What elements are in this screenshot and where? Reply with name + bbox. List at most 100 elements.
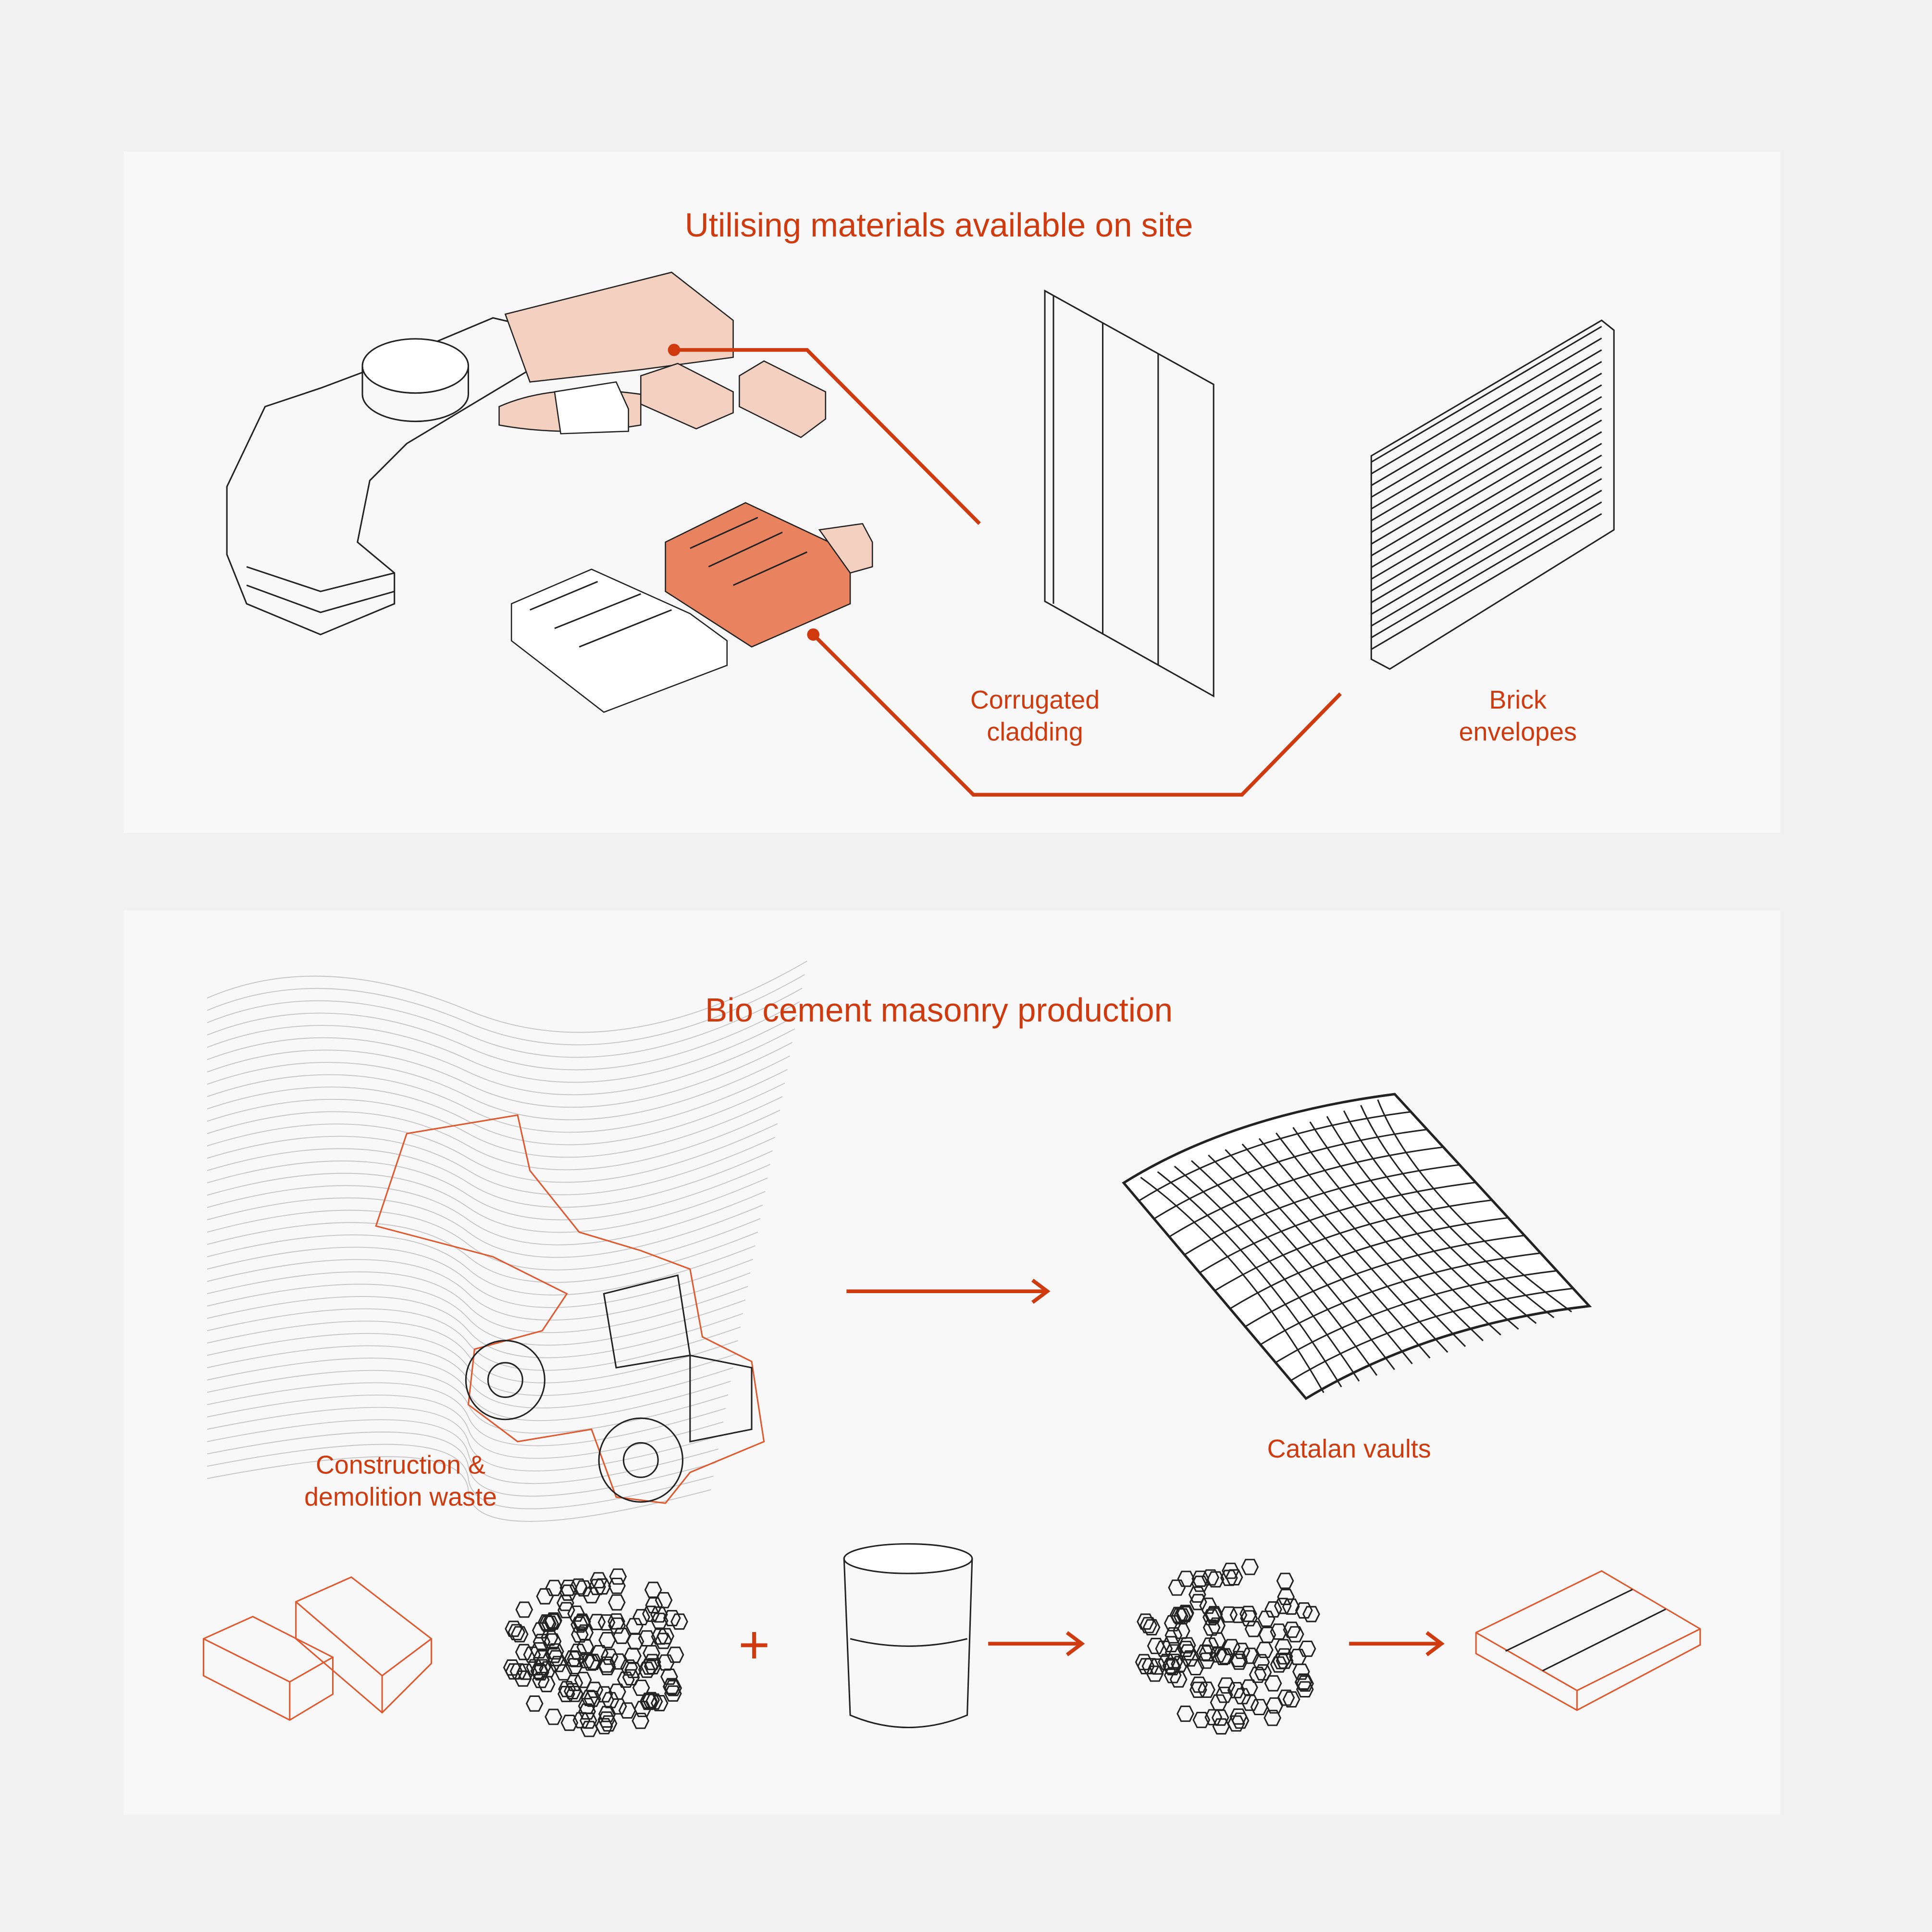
- line-mark: [651, 1628, 669, 1645]
- line-mark: [207, 1345, 733, 1408]
- line-mark: [1371, 478, 1602, 615]
- line-mark: [1233, 1688, 1251, 1705]
- line-mark: [1282, 1691, 1300, 1708]
- line-mark: [612, 1628, 631, 1644]
- line-mark: [1252, 1654, 1270, 1670]
- line-mark: [1288, 1648, 1307, 1665]
- line-mark: [640, 1693, 658, 1709]
- line-mark: [643, 1654, 661, 1670]
- line-mark: [1137, 1613, 1154, 1630]
- brick-envelope-illustration: [1370, 319, 1615, 670]
- line-mark: [1212, 1718, 1230, 1735]
- line-mark: [609, 1653, 628, 1670]
- line-mark: [1295, 1673, 1313, 1690]
- line-mark: [1371, 349, 1602, 486]
- line-mark: [207, 1083, 785, 1146]
- line-mark: [1274, 1597, 1292, 1614]
- line-mark: [644, 1582, 662, 1598]
- line-mark: [207, 1234, 756, 1296]
- line-mark: [582, 1654, 600, 1671]
- line-mark: [1371, 361, 1602, 498]
- line-mark: [207, 1197, 763, 1258]
- line-mark: [207, 1148, 773, 1208]
- line-mark: [1174, 1165, 1360, 1382]
- line-mark: [207, 1015, 798, 1083]
- line-mark: [1371, 513, 1602, 650]
- line-mark: [663, 1678, 681, 1695]
- line-mark: [609, 1568, 627, 1585]
- line-mark: [207, 1209, 761, 1271]
- line-mark: [1140, 1176, 1325, 1393]
- line-mark: [572, 1712, 591, 1729]
- beaker-illustration: [843, 1543, 973, 1728]
- line-mark: [1179, 1644, 1197, 1661]
- line-mark: [581, 1690, 599, 1707]
- line-mark: [533, 1650, 551, 1667]
- line-mark: [597, 1614, 616, 1631]
- line-mark: [207, 1308, 741, 1371]
- line-mark: [1139, 1617, 1157, 1633]
- line-mark: [609, 1698, 627, 1715]
- line-mark: [207, 1382, 726, 1446]
- line-mark: [1168, 1579, 1186, 1596]
- line-mark: [670, 1613, 688, 1630]
- line-mark: [580, 1720, 598, 1737]
- line-mark: [1257, 1610, 1276, 1627]
- line-mark: [598, 1706, 616, 1722]
- line-mark: [1138, 1111, 1411, 1202]
- line-mark: [656, 1628, 675, 1645]
- line-mark: [595, 1686, 613, 1703]
- line-mark: [1371, 501, 1602, 638]
- line-mark: [1153, 1129, 1427, 1220]
- biocemented-aggregate-illustration: [1135, 1558, 1320, 1735]
- line-mark: [1169, 1671, 1188, 1688]
- line-mark: [523, 1646, 541, 1663]
- line-mark: [207, 1185, 766, 1246]
- arrow-right-icon: [1349, 1631, 1445, 1657]
- catalan-vault-illustration: [1122, 1093, 1592, 1400]
- line-mark: [620, 1659, 638, 1676]
- line-mark: [660, 1669, 678, 1685]
- panel-title: Bio cement masonry production: [705, 991, 1173, 1029]
- line-mark: [207, 1259, 751, 1321]
- line-mark: [530, 1642, 548, 1658]
- line-mark: [1371, 454, 1602, 592]
- line-mark: [557, 1685, 575, 1702]
- line-mark: [207, 1109, 780, 1171]
- line-mark: [1371, 489, 1602, 627]
- line-mark: [608, 1577, 626, 1594]
- line-mark: [1205, 1606, 1223, 1622]
- line-mark: [1216, 1648, 1234, 1665]
- line-mark: [503, 1659, 521, 1676]
- line-mark: [545, 1708, 563, 1725]
- line-mark: [578, 1703, 596, 1720]
- line-mark: [207, 1407, 721, 1471]
- line-mark: [638, 1630, 656, 1647]
- line-mark: [618, 1702, 636, 1719]
- line-mark: [207, 1001, 800, 1071]
- line-mark: [1229, 1217, 1509, 1309]
- line-mark: [525, 1695, 544, 1712]
- line-mark: [1276, 1572, 1294, 1589]
- line-mark: [655, 1592, 673, 1608]
- line-mark: [207, 1123, 778, 1183]
- label-corrugated-line2: cladding: [987, 717, 1083, 746]
- line-mark: [624, 1662, 642, 1678]
- connector-dot: [807, 628, 819, 641]
- line-mark: [1222, 1562, 1239, 1579]
- line-mark: [664, 1685, 682, 1702]
- line-mark: [617, 1671, 635, 1688]
- line-mark: [207, 1096, 783, 1158]
- line-mark: [570, 1578, 588, 1595]
- line-mark: [207, 1135, 776, 1196]
- line-mark: [549, 1656, 567, 1672]
- line-mark: [1371, 408, 1602, 545]
- line-mark: [1192, 1711, 1211, 1728]
- line-mark: [1189, 1594, 1207, 1610]
- line-mark: [1199, 1645, 1217, 1662]
- line-mark: [1171, 1608, 1189, 1625]
- label-brick-line1: Brick: [1489, 686, 1547, 714]
- line-mark: [559, 1584, 577, 1601]
- line-mark: [1249, 1667, 1267, 1683]
